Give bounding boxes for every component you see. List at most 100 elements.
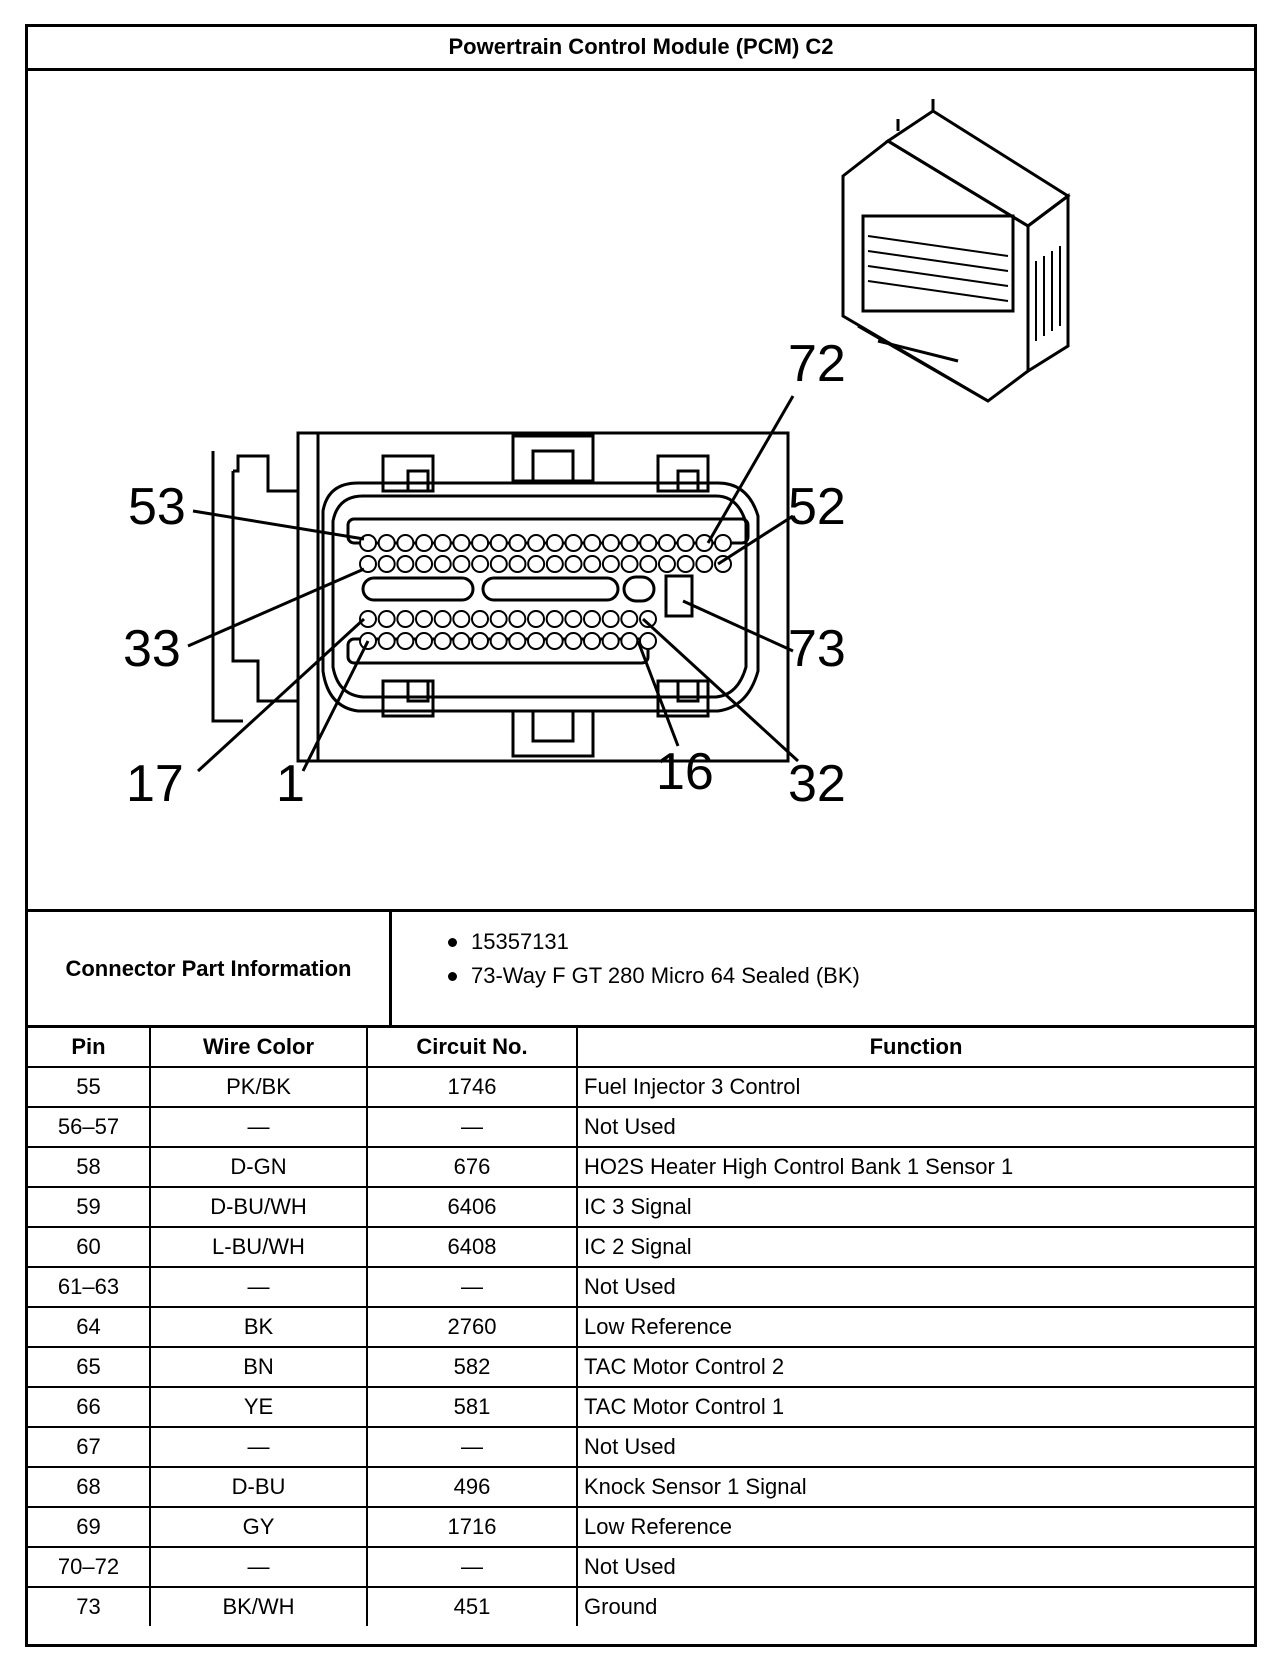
pin-hole [639,632,657,650]
pin-cell: 64 [28,1306,151,1348]
pin-hole [508,610,527,628]
pin-hole [508,555,527,573]
wire-color-cell: D-BU/WH [149,1186,368,1228]
pin-cell: 58 [28,1146,151,1188]
pin-hole [452,534,471,552]
pin-hole [639,610,657,628]
pin-hole [657,555,676,573]
function-cell: HO2S Heater High Control Bank 1 Sensor 1 [576,1146,1254,1188]
part-item: 73-Way F GT 280 Micro 64 Sealed (BK) [392,959,1254,993]
page-title: Powertrain Control Module (PCM) C2 [28,27,1254,71]
function-cell: Low Reference [576,1506,1254,1548]
connector-face-drawing: 72 53 52 33 73 17 1 16 32 [123,99,1071,813]
pin-hole [489,534,508,552]
pin-hole [676,534,695,552]
circuit-no-cell: 1716 [366,1506,578,1548]
header-pin: Pin [28,1028,151,1068]
pin-hole [359,555,377,573]
part-item: 15357131 [392,925,1254,959]
pin-cell: 56–57 [28,1106,151,1148]
pin-cell: 55 [28,1066,151,1108]
pin-hole [545,534,564,552]
wire-color-cell: D-BU [149,1466,368,1508]
document-frame: Powertrain Control Module (PCM) C2 [25,24,1257,1647]
pin-cell: 61–63 [28,1266,151,1308]
pin-hole [545,610,564,628]
pin-hole [527,632,545,650]
pin-hole [433,555,452,573]
pin-hole [620,632,639,650]
pin-hole [508,534,527,552]
pin-hole [359,610,377,628]
pin-hole [564,555,583,573]
connector-diagram: 72 53 52 33 73 17 1 16 32 [28,71,1254,912]
wire-color-cell: PK/BK [149,1066,368,1108]
pin-hole [452,632,471,650]
function-cell: Ground [576,1586,1254,1626]
pin-hole [433,610,452,628]
pin-cell: 67 [28,1426,151,1468]
header-wire-color: Wire Color [149,1028,368,1068]
pin-hole [377,555,396,573]
connector-face [211,431,790,763]
pin-hole [415,610,433,628]
pin-hole [489,555,508,573]
pin-hole [396,534,415,552]
pin-hole [452,555,471,573]
pin-hole [545,632,564,650]
callout-1: 1 [276,755,305,813]
pin-hole [471,555,490,573]
connector-part-list: 15357131 73-Way F GT 280 Micro 64 Sealed… [392,912,1254,1025]
pin-cell: 66 [28,1386,151,1428]
wire-color-cell: — [149,1546,368,1588]
wire-color-cell: BN [149,1346,368,1388]
pin-hole [620,534,639,552]
callout-73: 73 [788,620,846,678]
callout-72: 72 [788,335,846,393]
function-cell: IC 3 Signal [576,1186,1254,1228]
pin-hole [471,534,490,552]
pin-hole [452,610,471,628]
pin-hole [601,632,620,650]
circuit-no-cell: — [366,1266,578,1308]
pin-cell: 65 [28,1346,151,1388]
circuit-no-cell: — [366,1546,578,1588]
pin-hole [601,555,620,573]
pin-hole [396,555,415,573]
pin-hole [508,632,527,650]
wire-color-cell: YE [149,1386,368,1428]
wire-color-cell: BK [149,1306,368,1348]
pin-hole [583,555,602,573]
part-number: 15357131 [471,929,569,954]
wire-color-cell: GY [149,1506,368,1548]
pin-hole [489,632,508,650]
wire-color-cell: — [149,1426,368,1468]
pin-hole [433,534,452,552]
pin-hole [583,632,601,650]
pin-hole [377,534,396,552]
circuit-no-cell: — [366,1426,578,1468]
pin-hole [676,555,695,573]
pin-cell: 59 [28,1186,151,1228]
table-row: 61–63——Not Used [28,1266,1254,1308]
pin-hole [433,632,452,650]
table-row: 67——Not Used [28,1426,1254,1468]
pin-hole [415,534,434,552]
pin-hole [601,610,620,628]
pin-hole [620,555,639,573]
table-row: 56–57——Not Used [28,1106,1254,1148]
pin-grid [359,534,732,650]
callout-53: 53 [128,478,186,536]
pin-hole [415,632,433,650]
callout-52: 52 [788,478,846,536]
bullet-icon [448,972,457,981]
